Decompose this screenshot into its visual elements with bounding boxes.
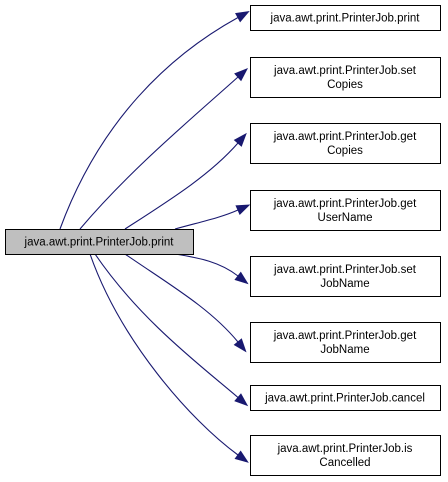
node-getUserName-label-line-1: java.awt.print.PrinterJob.get [273, 198, 417, 210]
edge-to-print-line [59, 17, 239, 230]
edge-to-getCopies-line [124, 142, 239, 230]
edge-to-getJobName-line [124, 253, 239, 343]
node-getJobName-box[interactable] [250, 322, 441, 363]
node-getUserName-label-line-2: UserName [318, 212, 373, 224]
node-getCopies-label-line-2: Copies [327, 145, 363, 157]
node-getJobName-label-line-2: JobName [320, 344, 369, 356]
call-nodes: java.awt.print.PrinterJob.print java.awt.… [5, 5, 441, 476]
edge-to-cancel-line [94, 253, 239, 398]
node-getUserName-box[interactable] [250, 190, 441, 231]
node-setCopies-label-line-1: java.awt.print.PrinterJob.set [273, 65, 417, 77]
node-root-print-box[interactable] [5, 229, 194, 255]
node-root-print[interactable]: java.awt.print.PrinterJob.print [5, 229, 194, 255]
node-setJobName-label-line-1: java.awt.print.PrinterJob.set [273, 264, 417, 276]
node-cancel-box[interactable] [250, 385, 441, 411]
node-isCancelled-box[interactable] [250, 435, 441, 476]
edge-to-setJobName-arrowhead [234, 271, 249, 285]
node-getCopies-label-line-1: java.awt.print.PrinterJob.get [273, 131, 417, 143]
node-print-label-line-1: java.awt.print.PrinterJob.print [270, 13, 421, 25]
node-setCopies-label-line-2: Copies [327, 79, 363, 91]
edge-to-getUserName-arrowhead [235, 204, 251, 215]
edge-to-setJobName-line [174, 253, 239, 277]
node-print[interactable]: java.awt.print.PrinterJob.print [250, 5, 441, 31]
edge-to-isCancelled-arrowhead [234, 450, 249, 463]
call-edges [59, 11, 251, 463]
edge-to-isCancelled-line [89, 253, 239, 456]
node-cancel[interactable]: java.awt.print.PrinterJob.cancel [250, 385, 441, 411]
edge-to-setCopies-line [79, 76, 239, 230]
edge-to-getCopies-arrowhead [233, 132, 247, 147]
edge-to-print-arrowhead [235, 11, 250, 23]
node-setCopies-box[interactable] [250, 57, 441, 98]
node-cancel-label-line-1: java.awt.print.PrinterJob.cancel [264, 393, 425, 405]
edge-to-getUserName-line [174, 209, 239, 230]
node-isCancelled-label-line-1: java.awt.print.PrinterJob.is [277, 443, 413, 455]
edge-to-cancel-arrowhead [234, 393, 249, 407]
node-print-box[interactable] [250, 5, 441, 31]
node-setJobName-box[interactable] [250, 256, 441, 297]
edge-to-setCopies-arrowhead [234, 68, 248, 82]
node-isCancelled-label-line-2: Cancelled [319, 457, 370, 469]
node-setJobName-label-line-2: JobName [320, 278, 369, 290]
edge-to-getJobName-arrowhead [233, 338, 247, 353]
node-getCopies-box[interactable] [250, 123, 441, 164]
node-getJobName-label-line-1: java.awt.print.PrinterJob.get [273, 330, 417, 342]
node-root-print-label-line-1: java.awt.print.PrinterJob.print [24, 237, 175, 249]
